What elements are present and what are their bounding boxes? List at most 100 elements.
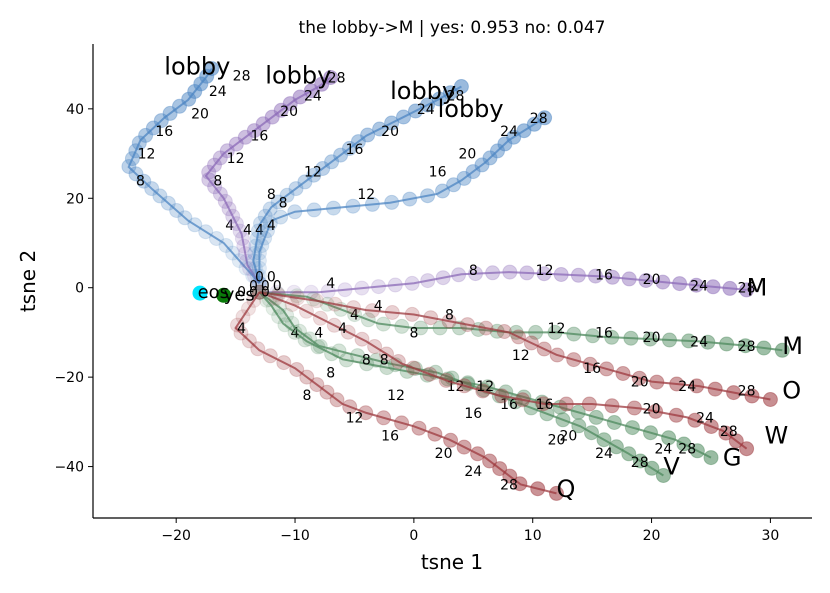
trajectory-point — [287, 204, 303, 220]
trajectory-point — [312, 338, 328, 354]
trajectory-point — [528, 324, 544, 340]
trajectory-point — [225, 245, 241, 261]
step-label: 28 — [530, 111, 548, 127]
trajectory-point — [515, 392, 531, 408]
step-label: 0 — [273, 279, 282, 295]
trajectory-point — [584, 425, 599, 441]
step-label: 8 — [469, 263, 478, 279]
trajectory-point — [582, 356, 598, 372]
trajectory-point — [254, 238, 270, 254]
trajectory-point — [446, 177, 462, 193]
trajectory-point — [232, 223, 248, 239]
step-label: 0 — [237, 284, 246, 300]
trajectory-point — [516, 123, 532, 139]
step-label: 28 — [678, 442, 696, 458]
trajectory-point — [456, 439, 472, 455]
trajectory-point — [555, 412, 571, 428]
trajectory-point — [327, 296, 343, 312]
step-label: 8 — [302, 388, 311, 404]
trajectory-point — [364, 196, 380, 212]
trajectory-point — [408, 103, 423, 119]
trajectory-point — [315, 161, 331, 176]
trajectory-point — [345, 198, 361, 214]
step-label: 8 — [279, 196, 288, 212]
trajectory-point — [739, 282, 755, 298]
x-tick-label: 30 — [761, 528, 779, 544]
trajectory-point — [536, 266, 552, 282]
trajectory-point — [251, 245, 267, 261]
trajectory-point — [282, 96, 298, 112]
trajectory-point — [642, 331, 658, 347]
trajectory-point — [485, 265, 501, 281]
end-label: lobby — [438, 95, 504, 123]
trajectory-point — [623, 330, 639, 346]
step-label: 28 — [738, 339, 756, 355]
step-label: 20 — [548, 433, 566, 449]
step-label: 28 — [328, 71, 346, 87]
x-tick-label: −10 — [280, 528, 310, 544]
trajectory-point — [350, 134, 366, 150]
step-label: 28 — [720, 424, 738, 440]
trajectory-point — [453, 79, 469, 94]
trajectory-point — [581, 396, 597, 412]
trajectory-point — [570, 267, 586, 283]
step-label: 24 — [500, 124, 518, 140]
trajectory-point — [539, 406, 555, 422]
trajectory-point — [432, 320, 448, 336]
trajectory-point — [396, 109, 411, 125]
trajectory-point — [435, 183, 450, 199]
trajectory-point — [599, 361, 614, 377]
trajectory-point — [553, 267, 569, 282]
trajectory-point — [718, 425, 734, 441]
step-label: 8 — [362, 352, 371, 368]
step-label: 4 — [237, 321, 246, 337]
step-label: 16 — [464, 406, 482, 422]
trajectory-point — [233, 325, 249, 341]
trajectory-point — [162, 105, 178, 121]
trajectory-line — [259, 291, 771, 401]
x-tick-label: −20 — [161, 528, 191, 544]
trajectory-point — [257, 230, 273, 246]
trajectory-point — [153, 113, 169, 129]
trajectory-point — [566, 352, 582, 368]
trajectory-point — [722, 280, 738, 296]
trajectory-point — [606, 415, 622, 430]
trajectory-point — [299, 303, 314, 319]
y-tick-label: −20 — [54, 370, 84, 386]
trajectory-point — [549, 347, 565, 363]
step-label: 8 — [326, 366, 335, 382]
trajectory-point — [326, 317, 342, 333]
trajectory-point — [241, 301, 256, 317]
step-label: 20 — [643, 272, 661, 288]
trajectory-point — [739, 441, 755, 457]
x-tick-label: 20 — [643, 528, 661, 544]
step-label: 12 — [536, 263, 554, 279]
trajectory-point — [262, 348, 278, 364]
chart-title: the lobby->M | yes: 0.953 no: 0.047 — [299, 18, 606, 38]
trajectory-point — [442, 85, 458, 101]
trajectory-point — [502, 468, 518, 484]
trajectory-point — [668, 407, 684, 423]
trajectory-point — [596, 432, 612, 448]
step-label: 12 — [447, 379, 465, 395]
trajectory-point — [387, 277, 403, 293]
trajectory-point — [364, 303, 380, 319]
trajectory-point — [289, 362, 305, 377]
step-label: 4 — [374, 299, 383, 315]
trajectory-point — [251, 284, 267, 300]
step-label: 0 — [261, 284, 270, 300]
trajectory-point — [354, 331, 370, 347]
step-label: 24 — [678, 379, 696, 395]
step-label: 24 — [417, 102, 435, 118]
trajectory-point — [177, 210, 193, 226]
trajectory-point — [422, 366, 438, 382]
step-label: 24 — [464, 464, 482, 480]
end-label: M — [782, 332, 803, 360]
end-label: G — [723, 444, 742, 472]
trajectory-point — [270, 194, 286, 210]
trajectory-point — [187, 217, 203, 233]
trajectory-point — [423, 310, 439, 326]
